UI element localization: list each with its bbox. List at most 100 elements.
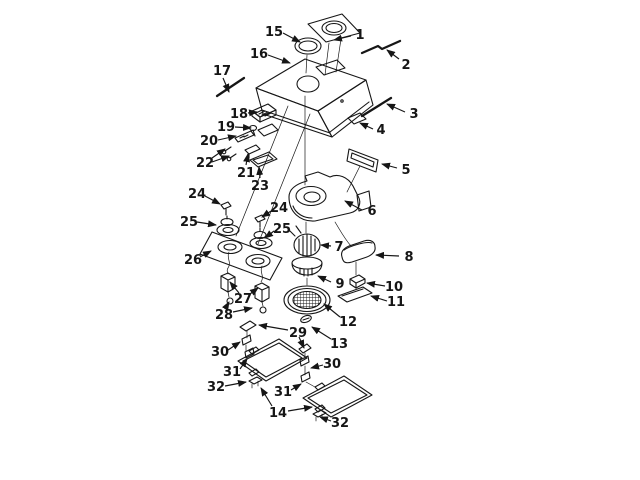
part-25-left-socket bbox=[216, 215, 240, 237]
part-9-bowl bbox=[291, 256, 323, 277]
wire-blower-to-pad bbox=[334, 221, 357, 276]
part-31-clips bbox=[244, 347, 316, 388]
callout-12-label: 12 bbox=[339, 315, 357, 330]
callout-15-label: 15 bbox=[265, 25, 283, 40]
part-19-screw bbox=[248, 123, 279, 137]
callout-18-label: 18 bbox=[230, 107, 248, 122]
part-3-rod bbox=[360, 96, 393, 118]
callout-32-right: 32 bbox=[319, 416, 349, 431]
callout-1: 1 bbox=[333, 28, 365, 43]
callout-20-label: 20 bbox=[200, 134, 218, 149]
callout-22-label: 22 bbox=[196, 156, 214, 171]
callout-31-right: 31 bbox=[274, 383, 302, 400]
callout-25-left-label: 25 bbox=[180, 215, 198, 230]
callout-13-label: 13 bbox=[330, 337, 348, 352]
part-24-left-bolt bbox=[220, 201, 232, 216]
callout-27: 27 bbox=[229, 281, 259, 307]
callout-32-left-label: 32 bbox=[207, 380, 225, 395]
part-12-grille bbox=[283, 285, 331, 315]
callout-21-label: 21 bbox=[237, 166, 255, 181]
part-10-clip bbox=[349, 274, 366, 289]
callout-21: 21 bbox=[237, 153, 255, 181]
callout-6: 6 bbox=[344, 200, 377, 219]
part-23-plate bbox=[249, 151, 278, 168]
part-24-right-bolt bbox=[254, 214, 266, 228]
callout-32-right-label: 32 bbox=[331, 416, 349, 431]
callout-5: 5 bbox=[381, 162, 411, 178]
part-26-lamp-plate bbox=[199, 231, 283, 281]
callout-31-left-label: 31 bbox=[223, 365, 241, 380]
callout-11: 11 bbox=[370, 295, 405, 310]
callout-11-label: 11 bbox=[387, 295, 405, 310]
callout-30-right: 30 bbox=[310, 357, 341, 372]
callout-7-label: 7 bbox=[334, 240, 343, 255]
part-28-bulbs bbox=[226, 291, 267, 314]
callout-5-label: 5 bbox=[401, 163, 410, 178]
callout-25-right: 25 bbox=[264, 222, 291, 239]
callout-7: 7 bbox=[320, 240, 344, 255]
part-16-hood-canopy bbox=[255, 58, 374, 138]
callout-4-label: 4 bbox=[376, 123, 385, 138]
part-1-damper-plate bbox=[307, 13, 361, 43]
callout-24-left-label: 24 bbox=[188, 187, 206, 202]
part-7-blower-wheel bbox=[287, 225, 321, 257]
part-8-pad bbox=[341, 239, 376, 264]
callout-22: 22 bbox=[196, 148, 230, 171]
diagram-callouts: 1 2 3 4 5 6 7 8 bbox=[180, 25, 419, 431]
callout-14-label: 14 bbox=[269, 406, 287, 421]
callout-14: 14 bbox=[260, 387, 313, 421]
callout-8-label: 8 bbox=[404, 250, 413, 265]
part-14-filter-frames bbox=[237, 338, 373, 418]
part-11-plate bbox=[337, 286, 373, 303]
callout-19-label: 19 bbox=[217, 120, 235, 135]
part-4-pad bbox=[347, 112, 367, 125]
callout-9-label: 9 bbox=[335, 277, 344, 292]
callout-17-label: 17 bbox=[213, 64, 231, 79]
callout-23: 23 bbox=[251, 166, 269, 194]
callout-2: 2 bbox=[386, 49, 411, 73]
callout-24-left: 24 bbox=[188, 187, 221, 205]
callout-12: 12 bbox=[323, 303, 357, 330]
callout-28-label: 28 bbox=[215, 308, 233, 323]
callout-28: 28 bbox=[215, 301, 253, 323]
part-17-rod bbox=[215, 76, 246, 98]
callout-30-left-label: 30 bbox=[211, 345, 229, 360]
part-2-rod bbox=[360, 39, 402, 55]
callout-29: 29 bbox=[258, 322, 307, 349]
callout-23-label: 23 bbox=[251, 179, 269, 194]
callout-19: 19 bbox=[217, 120, 252, 135]
callout-2-label: 2 bbox=[401, 58, 410, 73]
callout-29-label: 29 bbox=[289, 326, 307, 341]
callout-13: 13 bbox=[311, 326, 348, 352]
callout-24-right: 24 bbox=[261, 201, 288, 218]
callout-26: 26 bbox=[184, 250, 212, 268]
callout-25-left: 25 bbox=[180, 215, 217, 230]
callout-20: 20 bbox=[200, 134, 237, 149]
callout-32-left: 32 bbox=[207, 380, 247, 395]
callout-30-right-label: 30 bbox=[323, 357, 341, 372]
callout-16-label: 16 bbox=[250, 47, 268, 62]
callout-9: 9 bbox=[317, 275, 345, 292]
callout-3: 3 bbox=[386, 103, 419, 122]
part-6-blower-housing bbox=[288, 171, 372, 222]
callout-15: 15 bbox=[265, 25, 301, 43]
callout-17: 17 bbox=[213, 64, 231, 93]
callout-18: 18 bbox=[230, 107, 258, 122]
callout-31-left: 31 bbox=[223, 358, 248, 380]
callout-6-label: 6 bbox=[367, 204, 376, 219]
callout-16: 16 bbox=[250, 47, 291, 64]
callout-3-label: 3 bbox=[409, 107, 418, 122]
part-5-vent-strip bbox=[346, 148, 379, 193]
callout-10: 10 bbox=[366, 280, 403, 295]
part-25-right-socket bbox=[249, 227, 273, 250]
part-15-ring bbox=[294, 37, 322, 55]
alignment-lines-top bbox=[305, 38, 342, 76]
callout-8: 8 bbox=[375, 250, 414, 265]
diagram-artwork bbox=[199, 13, 402, 422]
callout-10-label: 10 bbox=[385, 280, 403, 295]
callout-30-left: 30 bbox=[211, 341, 241, 360]
part-13-oval bbox=[300, 314, 312, 324]
callout-25-right-label: 25 bbox=[273, 222, 291, 237]
